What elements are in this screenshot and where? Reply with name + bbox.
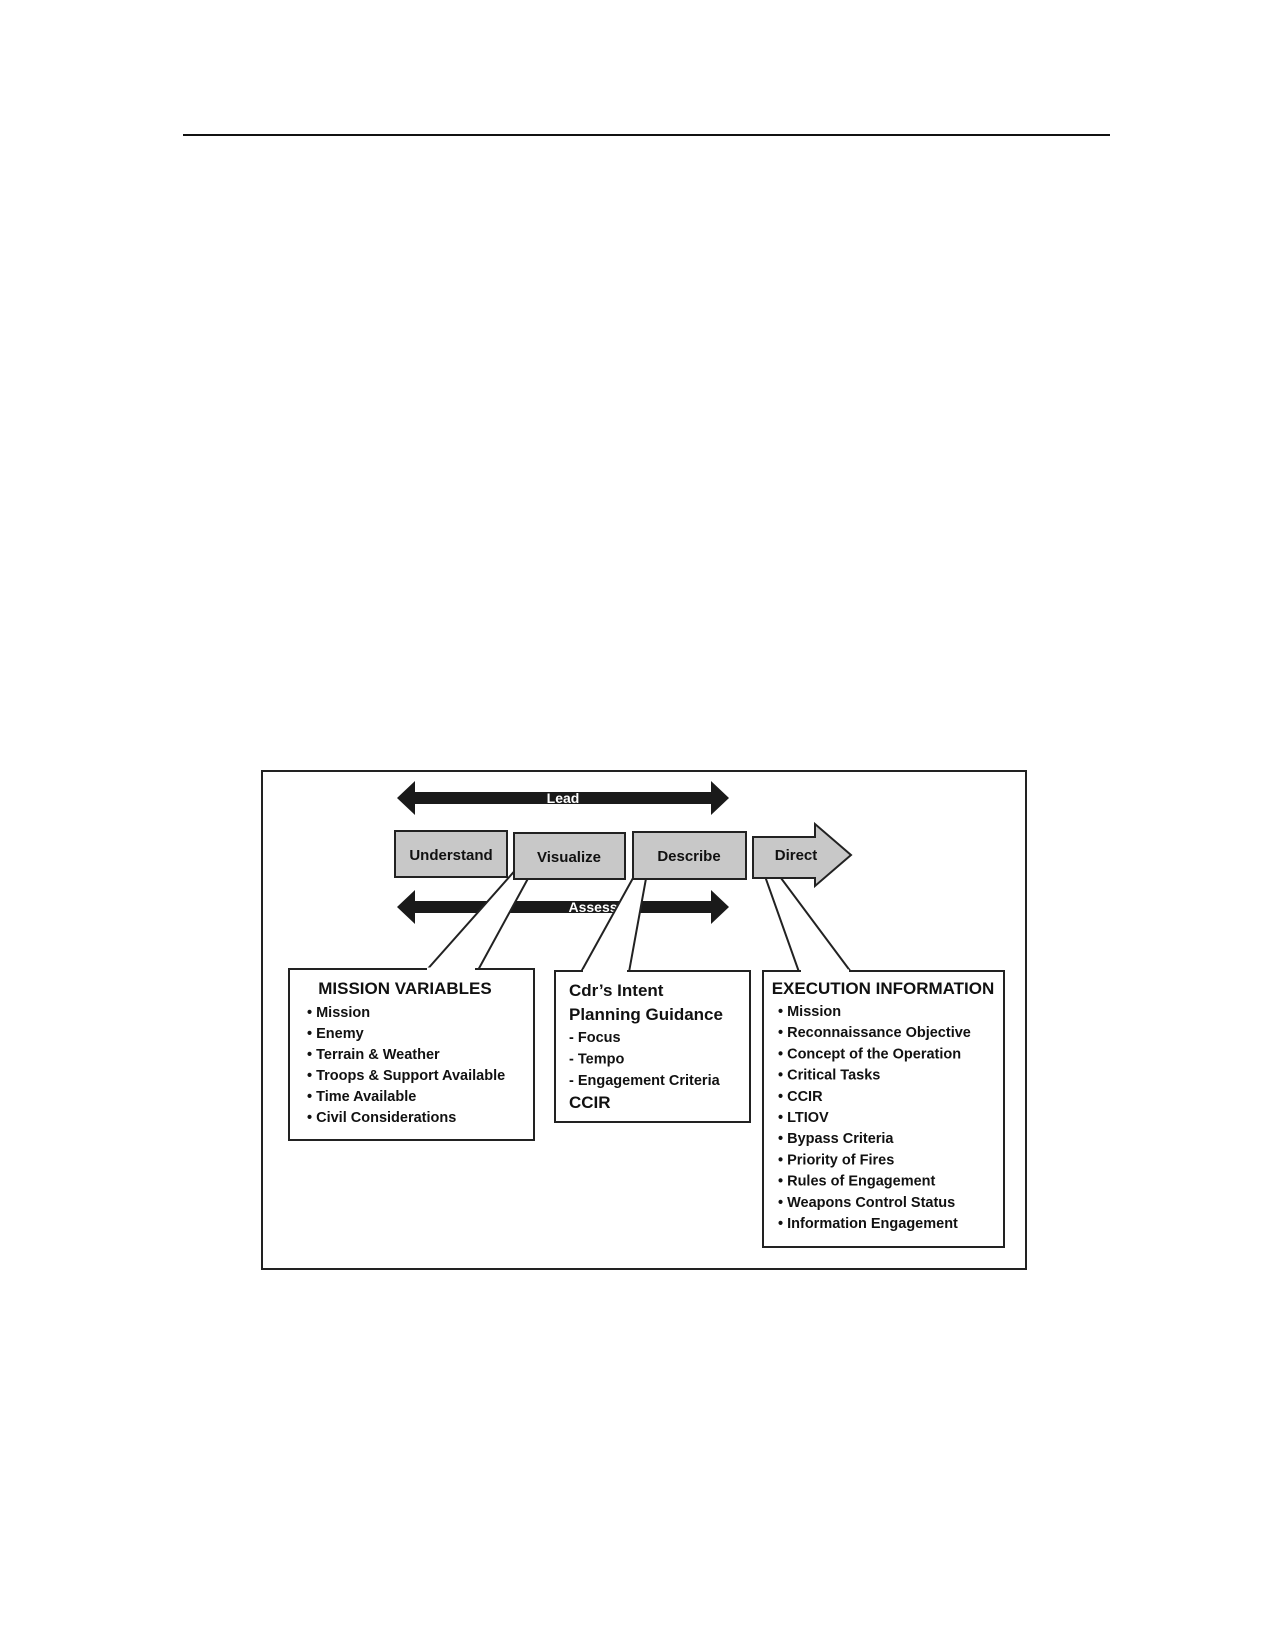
execution-information-item: • Critical Tasks xyxy=(778,1068,880,1084)
top-rule xyxy=(183,134,1110,136)
intent-line-2: Planning Guidance xyxy=(569,1005,723,1024)
process-diagram: Lead Assess Understand Visualize Describ… xyxy=(288,781,1005,1248)
mission-variable-item: • Enemy xyxy=(307,1026,364,1042)
mission-variable-item: • Mission xyxy=(307,1005,370,1021)
lead-label: Lead xyxy=(547,790,580,806)
execution-information-title: EXECUTION INFORMATION xyxy=(772,979,995,998)
assess-label: Assess xyxy=(568,899,617,915)
execution-information-item: • Reconnaissance Objective xyxy=(778,1025,971,1041)
execution-information-item: • CCIR xyxy=(778,1089,823,1105)
intent-sub-item: - Focus xyxy=(569,1030,621,1046)
step-describe-label: Describe xyxy=(657,848,720,865)
execution-information-item: • Rules of Engagement xyxy=(778,1174,936,1190)
step-direct-label: Direct xyxy=(775,847,818,864)
execution-information-item: • Bypass Criteria xyxy=(778,1131,894,1147)
mission-variable-item: • Terrain & Weather xyxy=(307,1047,440,1063)
step-understand xyxy=(394,830,508,878)
execution-information-item: • Mission xyxy=(778,1004,841,1020)
step-direct xyxy=(752,821,853,889)
step-visualize xyxy=(513,832,626,880)
assess-arrow xyxy=(397,890,729,924)
mission-variable-item: • Time Available xyxy=(307,1089,416,1105)
execution-information-item: • Information Engagement xyxy=(778,1216,958,1232)
step-understand-label: Understand xyxy=(409,847,492,864)
execution-information-item: • Priority of Fires xyxy=(778,1152,894,1168)
intent-line-1: Cdr’s Intent xyxy=(569,981,664,1000)
mission-variable-item: • Troops & Support Available xyxy=(307,1068,505,1084)
intent-box: Cdr’s Intent Planning Guidance - Focus - … xyxy=(554,969,751,1123)
mission-variable-item: • Civil Considerations xyxy=(307,1110,456,1126)
mission-variables-title: MISSION VARIABLES xyxy=(318,979,491,998)
execution-information-item: • Concept of the Operation xyxy=(778,1046,961,1062)
intent-sub-item: - Tempo xyxy=(569,1052,624,1068)
intent-sub-item: - Engagement Criteria xyxy=(569,1073,721,1089)
mission-variables-box: MISSION VARIABLES • Mission • Enemy • Terr… xyxy=(288,967,535,1141)
step-describe xyxy=(632,831,747,880)
intent-line-3: CCIR xyxy=(569,1093,611,1112)
execution-information-item: • Weapons Control Status xyxy=(778,1195,955,1211)
execution-information-item: • LTIOV xyxy=(778,1110,829,1126)
figure-frame: Lead Assess Understand Visualize Describ… xyxy=(261,770,1027,1270)
execution-information-box: EXECUTION INFORMATION • Mission • Reconna… xyxy=(762,969,1005,1248)
step-visualize-label: Visualize xyxy=(537,849,601,866)
lead-arrow xyxy=(397,781,729,815)
